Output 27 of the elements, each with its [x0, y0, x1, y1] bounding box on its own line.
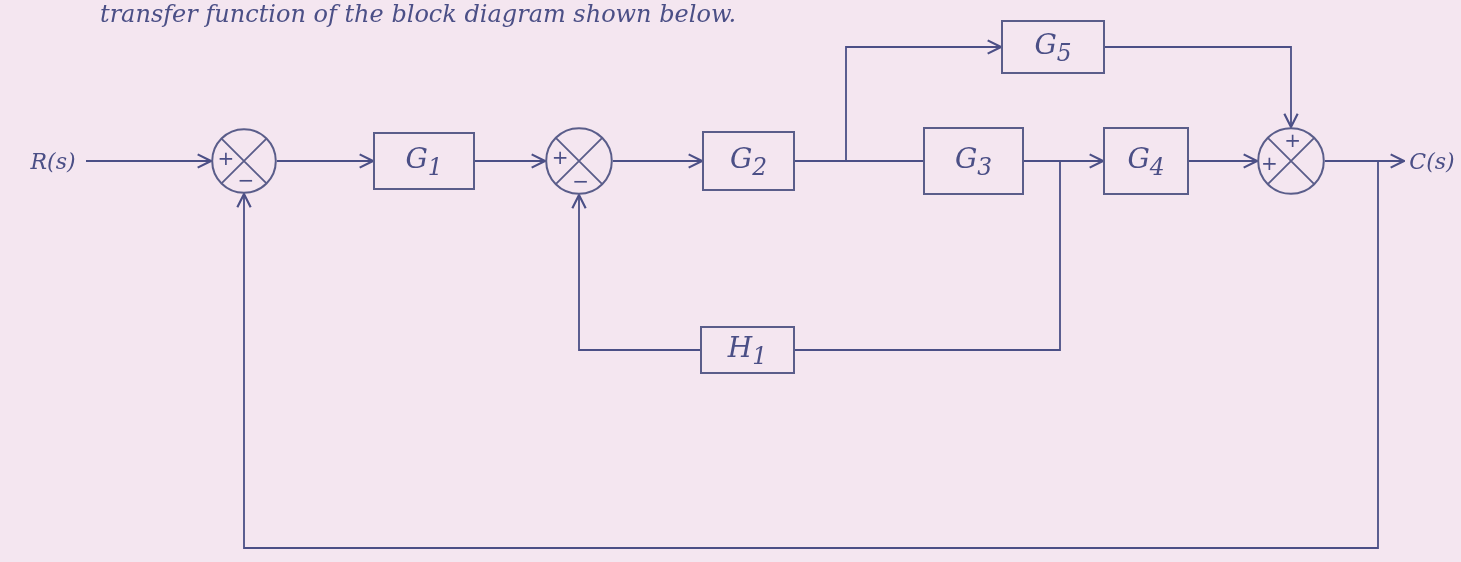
- sign-label: −: [237, 170, 255, 191]
- sign-label: +: [551, 147, 569, 168]
- transfer-block: G$_{2}$: [702, 131, 795, 191]
- signal-label: R(s): [20, 146, 86, 176]
- arrow: [236, 160, 1379, 549]
- sign-label: −: [572, 170, 589, 191]
- transfer-block: G$_{3}$: [923, 127, 1024, 195]
- arrow: [794, 39, 1003, 162]
- transfer-block: H$_{1}$: [700, 326, 795, 374]
- arrow: [276, 153, 375, 169]
- arrow: [1104, 46, 1299, 129]
- summing-junction: [545, 127, 613, 195]
- summing-junction: [211, 128, 277, 194]
- transfer-block: G$_{1}$: [373, 132, 475, 190]
- question-text: transfer function of the block diagram shown below.: [100, 0, 737, 28]
- arrow: [571, 193, 701, 351]
- sign-label: +: [1261, 152, 1278, 173]
- sign-label: +: [217, 147, 235, 168]
- transfer-block: G$_{4}$: [1103, 127, 1189, 195]
- sign-label: +: [1284, 130, 1301, 151]
- arrow: [474, 153, 547, 169]
- arrow: [612, 153, 704, 169]
- summing-junction: [1257, 127, 1325, 195]
- arrow: [85, 153, 213, 169]
- signal-label: C(s): [1404, 146, 1460, 176]
- transfer-block: G$_{5}$: [1001, 20, 1105, 74]
- arrow: [1188, 153, 1259, 169]
